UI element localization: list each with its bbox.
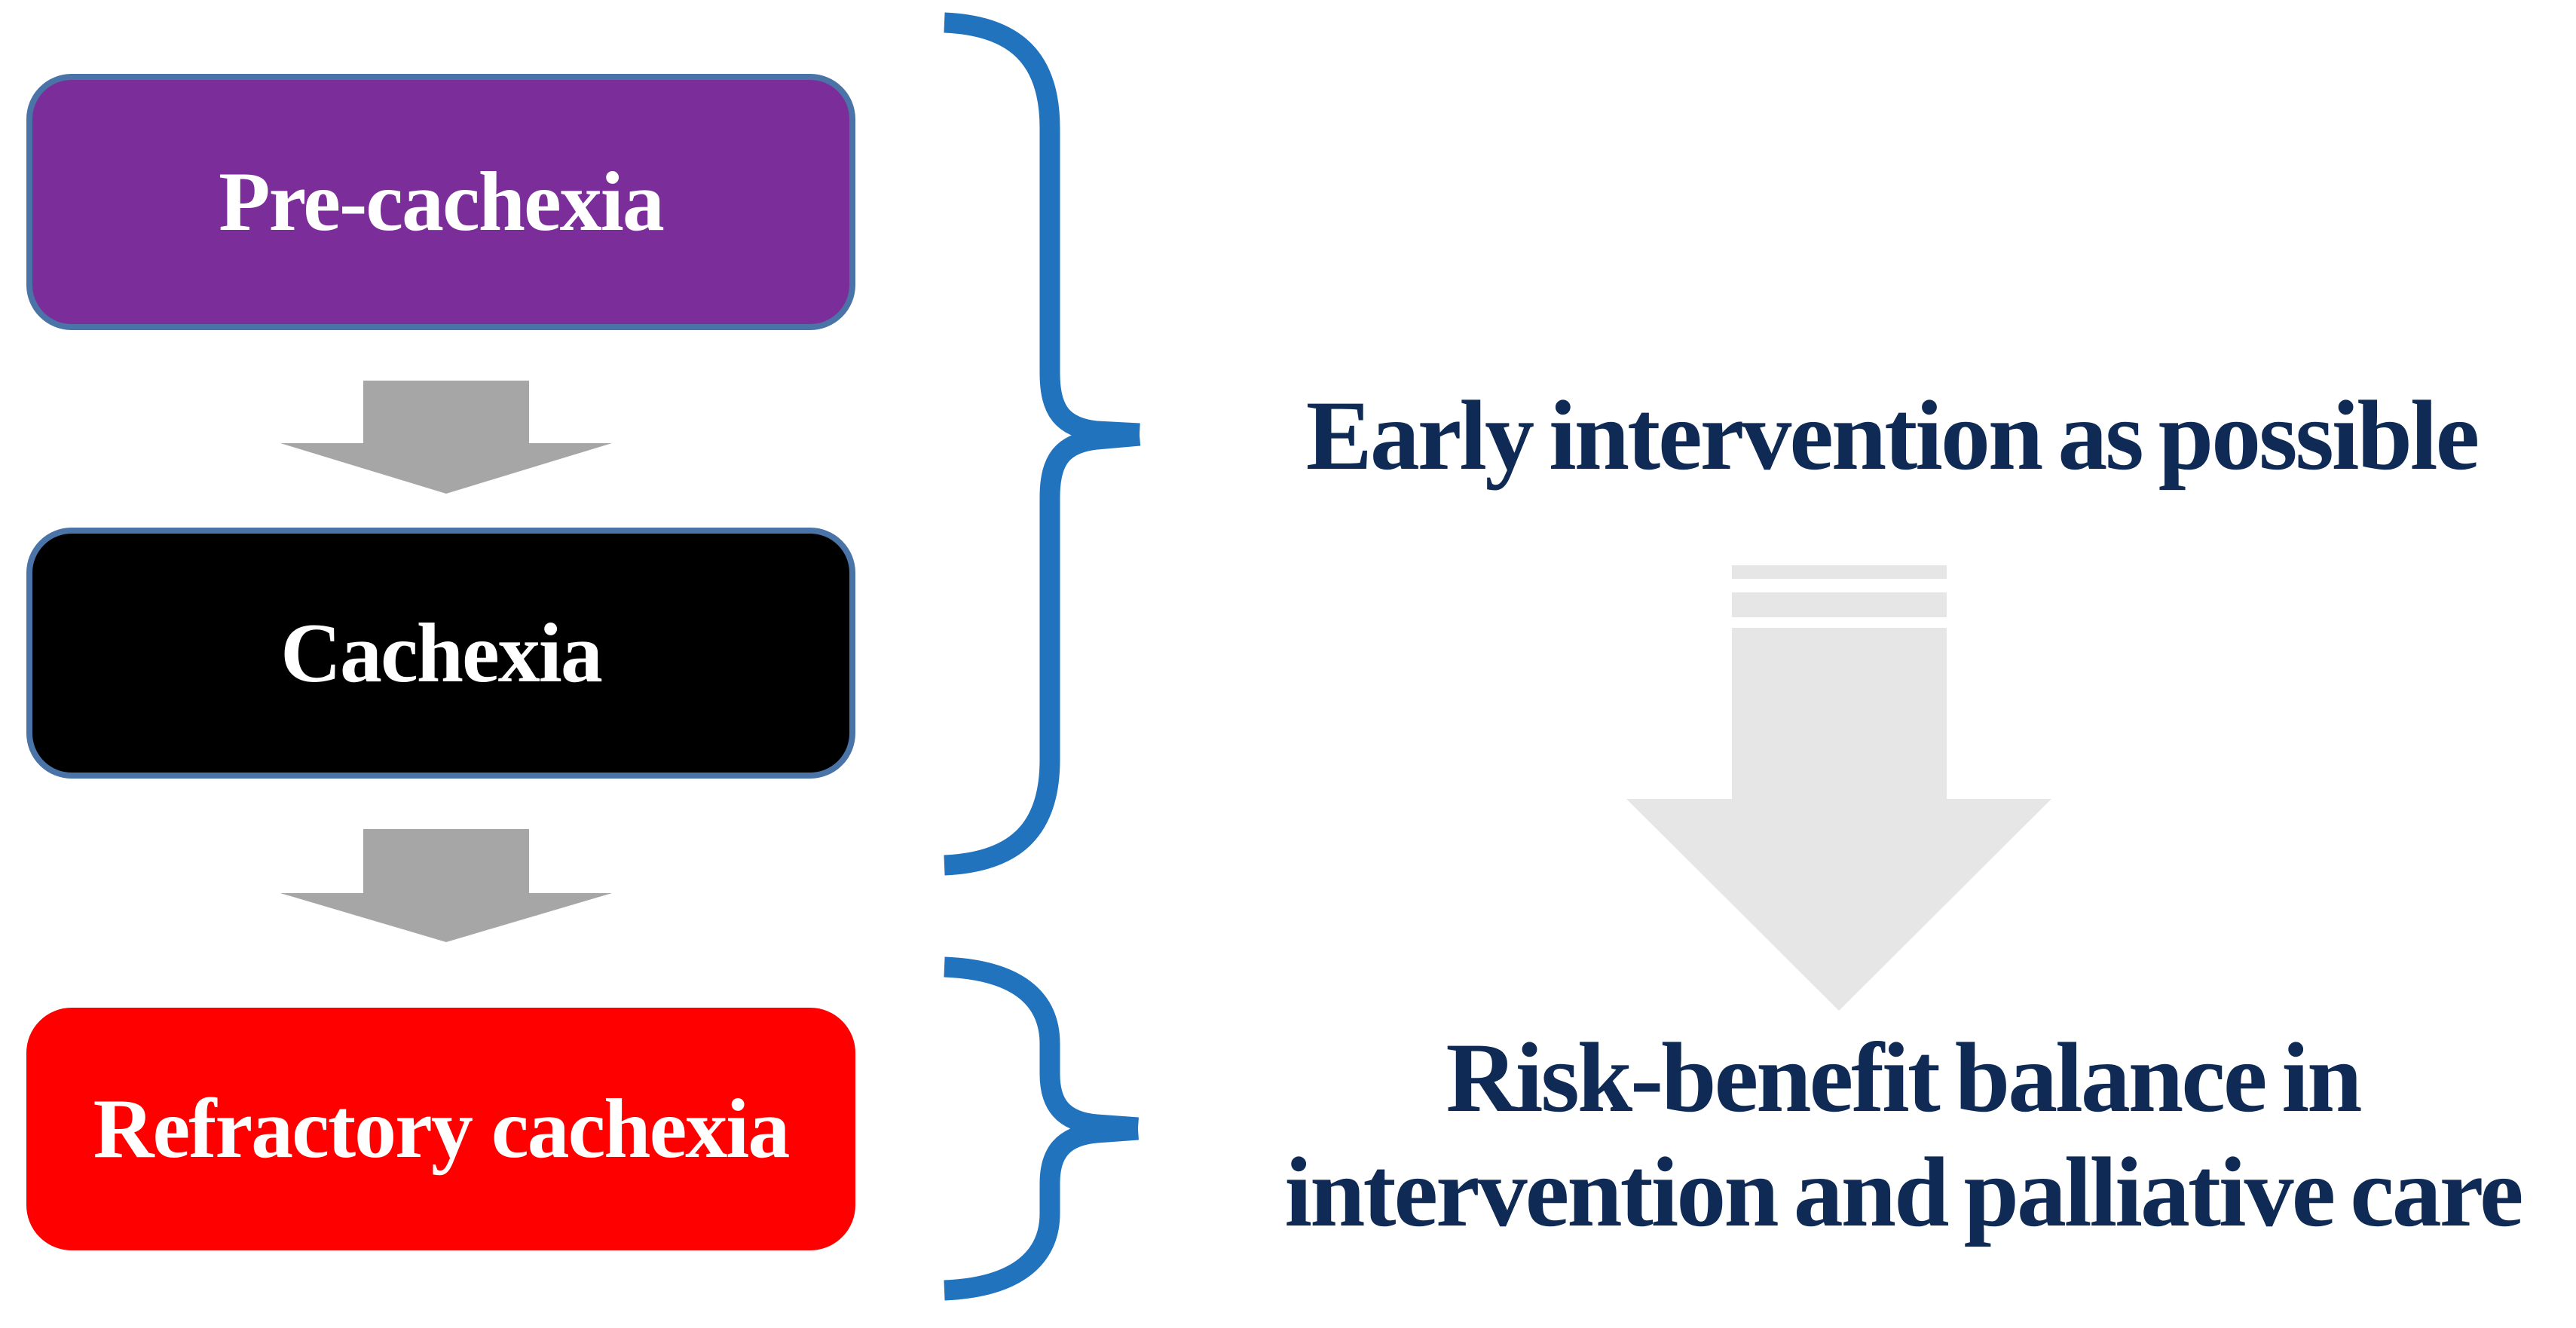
arrow-stripe — [1732, 592, 1947, 617]
down-arrow-icon — [280, 381, 612, 494]
annotation-risk-benefit-line1: Risk-benefit balance in — [1446, 1022, 2362, 1133]
down-arrow-icon — [280, 829, 612, 942]
brace-upper-half — [944, 956, 1139, 1138]
stage-box-pre-cachexia: Pre-cachexia — [26, 74, 855, 330]
brace-lower-half — [944, 425, 1141, 876]
arrow-body — [1626, 628, 2051, 1011]
brace-upper-half — [944, 12, 1140, 444]
annotation-risk-benefit: Risk-benefit balance in intervention and… — [1284, 1020, 2523, 1250]
annotation-risk-benefit-line2: intervention and palliative care — [1284, 1137, 2523, 1247]
stage-box-cachexia: Cachexia — [26, 528, 855, 779]
right-brace-icon — [944, 956, 1139, 1301]
big-striped-down-arrow-icon — [1626, 565, 2051, 1011]
stage-box-refractory-cachexia: Refractory cachexia — [26, 1008, 855, 1250]
stage-label-pre-cachexia: Pre-cachexia — [219, 155, 665, 249]
stage-label-refractory-cachexia: Refractory cachexia — [93, 1082, 791, 1176]
right-brace-icon — [944, 12, 1141, 876]
annotation-early-intervention: Early intervention as possible — [1305, 380, 2480, 491]
arrow-stripe — [1732, 565, 1947, 579]
brace-lower-half — [944, 1119, 1139, 1301]
stage-label-cachexia: Cachexia — [280, 606, 603, 700]
